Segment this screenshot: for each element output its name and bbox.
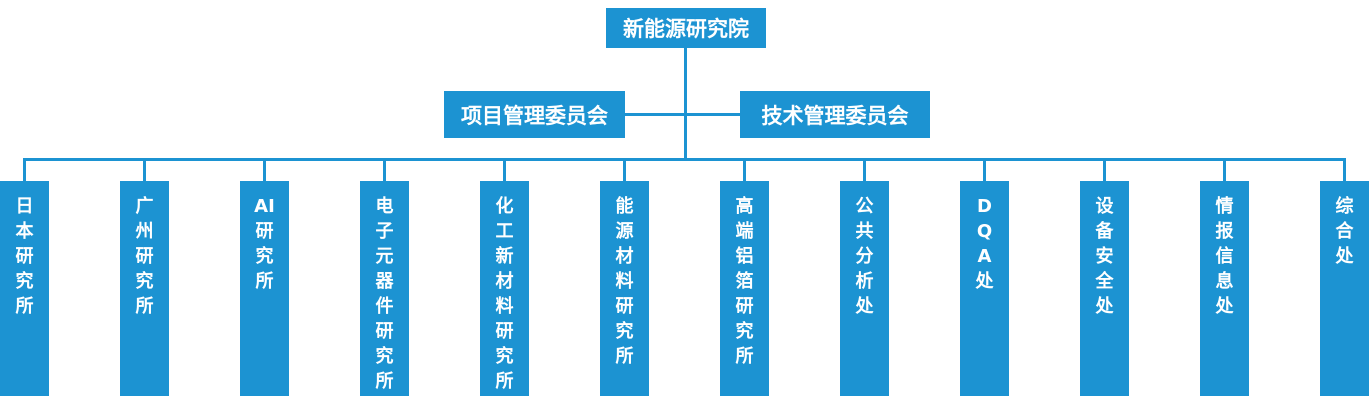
- department-label-char: 究: [255, 246, 274, 267]
- org-node-department: 化工新材料研究所: [480, 181, 529, 396]
- org-node-department: 情报信息处: [1200, 181, 1249, 396]
- department-label-char: 箔: [735, 271, 754, 292]
- department-label-char: 化: [495, 196, 514, 217]
- department-label-char: 铝: [735, 246, 754, 267]
- org-node-department: AI 研究所: [240, 181, 289, 396]
- org-node-department: 高端铝箔研究所: [720, 181, 769, 396]
- department-label-char: Q: [976, 221, 993, 242]
- department-label-char: 能: [615, 196, 634, 217]
- department-label-char: 处: [855, 296, 874, 317]
- connector-root-drop: [684, 48, 687, 161]
- department-label-char: 息: [1215, 271, 1234, 292]
- connector-department-drop: [983, 158, 986, 182]
- org-node-department: 电子元器件研究所: [360, 181, 409, 396]
- department-label-char: 设: [1095, 196, 1114, 217]
- department-label-char: 本: [15, 221, 34, 242]
- connector-department-drop: [503, 158, 506, 182]
- department-label-char: 端: [735, 221, 754, 242]
- department-label-char: 新: [495, 246, 514, 267]
- org-node-department: 公共分析处: [840, 181, 889, 396]
- department-label-char: 处: [1215, 296, 1234, 317]
- org-node-department: 设备安全处: [1080, 181, 1129, 396]
- department-label-char: 处: [975, 271, 994, 292]
- department-label-char: 高: [735, 196, 754, 217]
- department-label-char: 所: [495, 371, 514, 392]
- connector-department-drop: [623, 158, 626, 182]
- department-label-char: 析: [855, 271, 874, 292]
- connector-department-drop: [383, 158, 386, 182]
- connector-committees: [625, 113, 740, 116]
- department-label-char: 材: [615, 246, 634, 267]
- connector-department-drop: [1223, 158, 1226, 182]
- department-label-char: 全: [1095, 271, 1114, 292]
- connector-department-drop: [1343, 158, 1346, 182]
- department-label-char: 究: [735, 321, 754, 342]
- department-label-char: 信: [1215, 246, 1234, 267]
- department-label-char: 情: [1215, 196, 1234, 217]
- connector-bus: [24, 158, 1346, 161]
- department-label-char: 分: [855, 246, 874, 267]
- department-label-char: 报: [1215, 221, 1234, 242]
- department-label-char: 子: [375, 221, 394, 242]
- department-label-char: 器: [375, 271, 394, 292]
- department-label-char: 所: [615, 346, 634, 367]
- department-label-char: 日: [15, 196, 34, 217]
- department-label-char: 处: [1095, 296, 1114, 317]
- department-label-char: 所: [255, 271, 274, 292]
- org-node-department: 能源材料研究所: [600, 181, 649, 396]
- department-label-char: 究: [15, 271, 34, 292]
- department-label-char: 所: [735, 346, 754, 367]
- department-label-char: 材: [495, 271, 514, 292]
- department-label-char: 所: [375, 371, 394, 392]
- department-label-char: 公: [855, 196, 874, 217]
- connector-department-drop: [1103, 158, 1106, 182]
- connector-department-drop: [143, 158, 146, 182]
- department-label-char: 件: [375, 296, 394, 317]
- department-label-char: 所: [135, 296, 154, 317]
- org-node-department: 日本研究所: [0, 181, 49, 396]
- department-label-char: 究: [135, 271, 154, 292]
- department-label-char: 工: [495, 221, 514, 242]
- department-label-char: 究: [615, 321, 634, 342]
- department-label-char: 究: [495, 346, 514, 367]
- org-node-department: 综合处: [1320, 181, 1369, 396]
- department-label-char: A: [977, 246, 992, 267]
- department-label-char: D: [977, 196, 992, 217]
- department-label-char: 研: [135, 246, 154, 267]
- department-label-char: 安: [1095, 246, 1114, 267]
- department-label-char: 料: [495, 296, 514, 317]
- department-label-char: AI: [254, 196, 275, 217]
- department-label-char: 所: [15, 296, 34, 317]
- department-label-char: 备: [1095, 221, 1114, 242]
- department-label-char: 合: [1335, 221, 1354, 242]
- department-label-char: 研: [495, 321, 514, 342]
- connector-department-drop: [263, 158, 266, 182]
- org-node-department: 广州研究所: [120, 181, 169, 396]
- department-label-char: 料: [615, 271, 634, 292]
- department-label-char: 研: [735, 296, 754, 317]
- department-label-char: 研: [255, 221, 274, 242]
- org-node-root: 新能源研究院: [606, 8, 766, 48]
- department-label-char: 研: [615, 296, 634, 317]
- department-label-char: 共: [855, 221, 874, 242]
- org-node-committee-project: 项目管理委员会: [444, 91, 625, 138]
- department-label-char: 究: [375, 346, 394, 367]
- department-label-char: 电: [375, 196, 394, 217]
- department-label-char: 处: [1335, 246, 1354, 267]
- connector-department-drop: [23, 158, 26, 182]
- department-label-char: 研: [15, 246, 34, 267]
- connector-department-drop: [743, 158, 746, 182]
- department-label-char: 元: [375, 246, 394, 267]
- org-node-committee-tech: 技术管理委员会: [740, 91, 930, 138]
- department-label-char: 州: [135, 221, 154, 242]
- department-label-char: 广: [135, 196, 154, 217]
- connector-department-drop: [863, 158, 866, 182]
- department-label-char: 源: [615, 221, 634, 242]
- department-label-char: 综: [1335, 196, 1354, 217]
- department-label-char: 研: [375, 321, 394, 342]
